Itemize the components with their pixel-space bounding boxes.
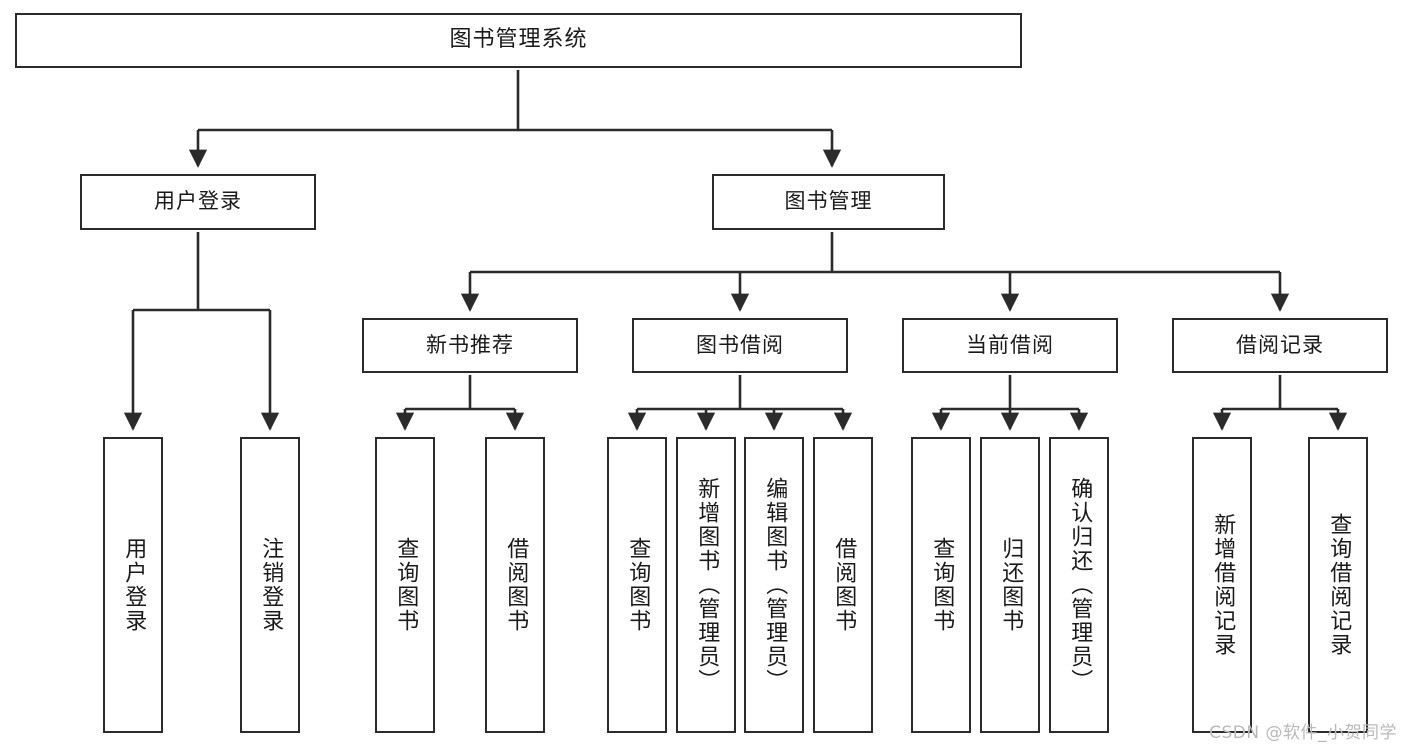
csdn-watermark: CSDN @软件_小贺同学 (1209, 723, 1397, 743)
node-book-management[interactable]: 图书管理 (712, 174, 945, 230)
leaf-query-borrow-record[interactable]: 查询借阅记录 (1308, 437, 1368, 733)
leaf-edit-book-admin[interactable]: 编辑图书（管理员） (744, 437, 804, 733)
node-label: 图书管理 (784, 189, 873, 214)
node-root-book-management-system[interactable]: 图书管理系统 (15, 13, 1022, 68)
node-book-borrow[interactable]: 图书借阅 (632, 318, 848, 373)
node-label: 查询图书 (929, 537, 955, 633)
node-label: 新增图书（管理员） (694, 477, 720, 693)
node-label: 编辑图书（管理员） (762, 477, 788, 693)
leaf-add-book-admin[interactable]: 新增图书（管理员） (676, 437, 736, 733)
node-label: 当前借阅 (966, 332, 1054, 357)
node-label: 新增借阅记录 (1210, 513, 1236, 657)
leaf-query-book-recommend[interactable]: 查询图书 (375, 437, 435, 733)
node-borrow-record[interactable]: 借阅记录 (1172, 318, 1388, 373)
node-label: 新书推荐 (426, 332, 514, 357)
node-label: 借阅图书 (503, 537, 529, 633)
node-label: 查询图书 (393, 537, 419, 633)
node-label: 借阅记录 (1236, 332, 1324, 357)
node-label: 确认归还（管理员） (1067, 477, 1093, 693)
node-label: 借阅图书 (831, 537, 857, 633)
node-new-book-recommend[interactable]: 新书推荐 (362, 318, 578, 373)
leaf-query-book-current[interactable]: 查询图书 (911, 437, 971, 733)
node-label: 注销登录 (258, 537, 284, 633)
leaf-query-book-borrow[interactable]: 查询图书 (607, 437, 667, 733)
leaf-user-login[interactable]: 用户登录 (103, 437, 163, 733)
node-user-login[interactable]: 用户登录 (80, 174, 316, 230)
leaf-borrow-book-recommend[interactable]: 借阅图书 (485, 437, 545, 733)
node-label: 用户登录 (121, 537, 147, 633)
node-label: 用户登录 (154, 189, 242, 214)
leaf-add-borrow-record[interactable]: 新增借阅记录 (1192, 437, 1252, 733)
node-label: 查询借阅记录 (1326, 513, 1352, 657)
leaf-confirm-return-admin[interactable]: 确认归还（管理员） (1049, 437, 1109, 733)
node-label: 查询图书 (625, 537, 651, 633)
node-label: 图书借阅 (696, 332, 784, 357)
leaf-borrow-book[interactable]: 借阅图书 (813, 437, 873, 733)
node-label: 归还图书 (998, 537, 1024, 633)
leaf-logout[interactable]: 注销登录 (240, 437, 300, 733)
leaf-return-book[interactable]: 归还图书 (980, 437, 1040, 733)
node-current-borrow[interactable]: 当前借阅 (902, 318, 1118, 373)
node-label: 图书管理系统 (449, 27, 588, 53)
